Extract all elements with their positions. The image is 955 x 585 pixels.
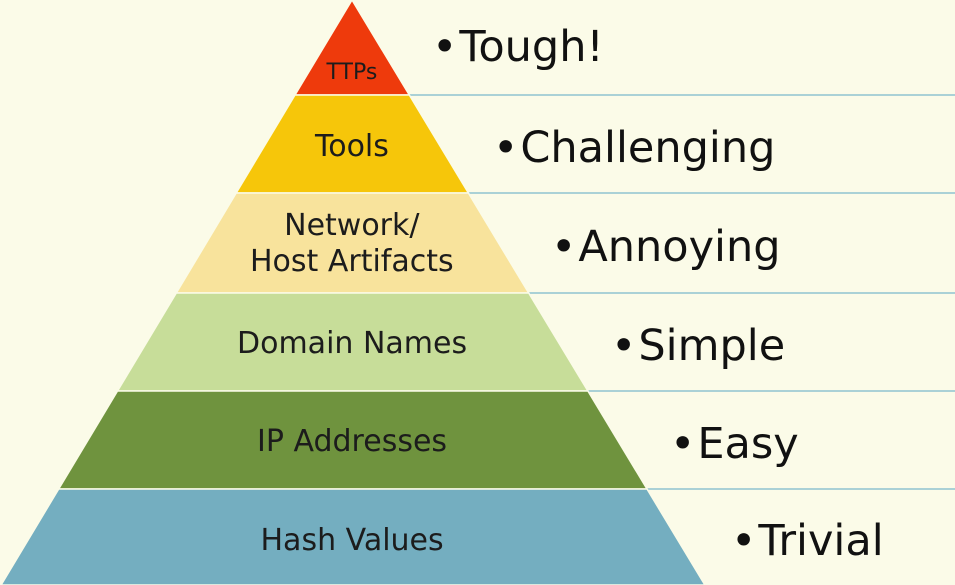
difficulty-item: •Tough! [432,25,604,69]
difficulty-label: Annoying [578,221,781,272]
bullet-icon: • [493,122,519,173]
difficulty-item: •Challenging [493,126,775,170]
pyramid-level-label: Domain Names [237,325,468,361]
difficulty-item: •Simple [611,324,785,368]
difficulty-label: Trivial [758,515,884,566]
bullet-icon: • [551,221,577,272]
pyramid-level-label: TTPs [326,59,378,85]
difficulty-item: •Easy [670,422,799,466]
pyramid-level-label: Hash Values [260,522,444,558]
difficulty-item: •Annoying [551,225,781,269]
bullet-icon: • [731,515,757,566]
bullet-icon: • [611,320,637,371]
difficulty-label: Simple [638,320,786,371]
difficulty-item: •Trivial [731,519,884,563]
pyramid-level-label: Tools [315,128,389,164]
difficulty-label: Easy [697,418,799,469]
bullet-icon: • [432,21,458,72]
difficulty-label: Challenging [520,122,776,173]
pyramid-level-label: Network/ Host Artifacts [250,207,454,280]
pyramid-level-band [0,488,706,585]
bullet-icon: • [670,418,696,469]
pyramid-level-label: IP Addresses [257,423,448,459]
difficulty-label: Tough! [459,21,604,72]
